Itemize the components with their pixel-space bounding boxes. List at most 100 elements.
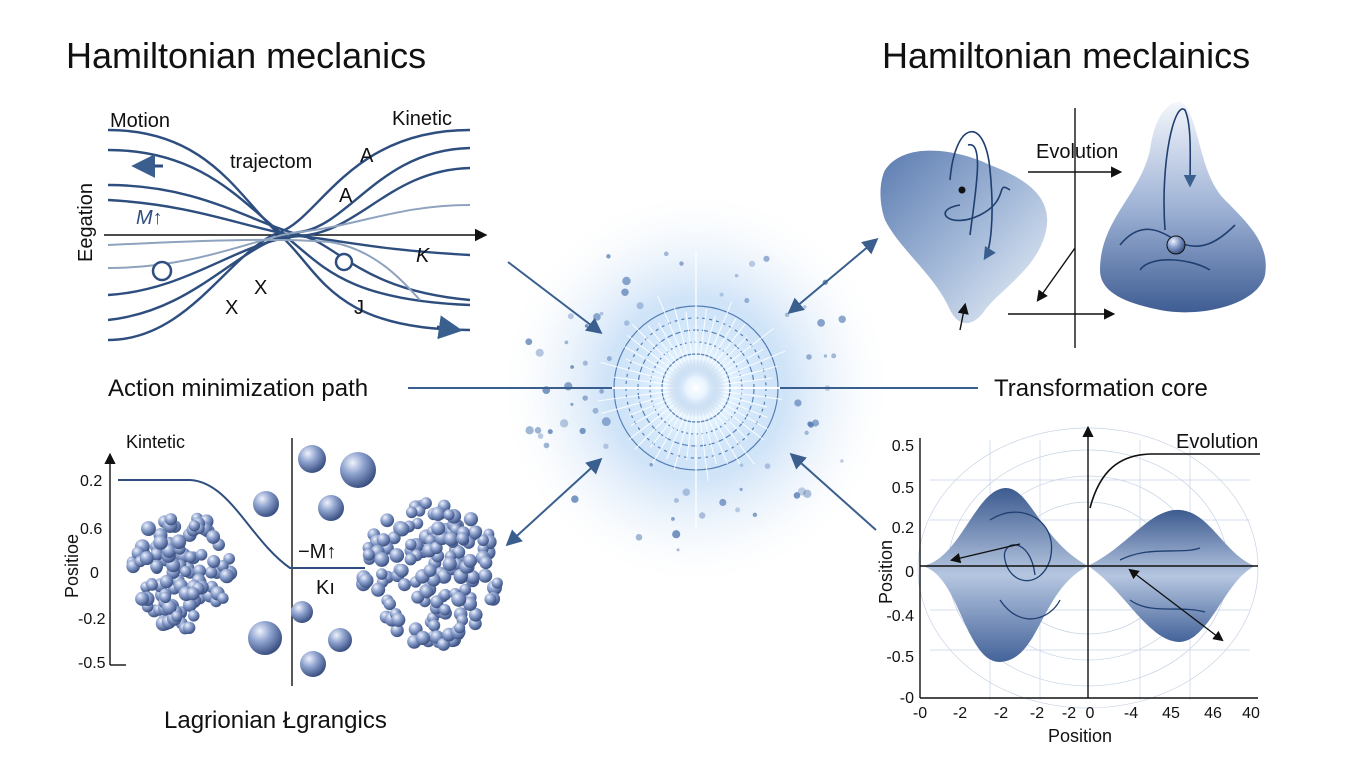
large-spheres — [248, 445, 376, 677]
arrow-icon — [505, 457, 603, 547]
x-tick-label: -4 — [1124, 705, 1138, 722]
tick-label: 0.6 — [80, 521, 102, 538]
bottom-left-panel: Kintetic Positioe 0.2 0.6 0 -0.2 -0.5 −M… — [62, 432, 503, 686]
particle-sphere — [405, 538, 417, 551]
caption-action: Action minimization path — [108, 375, 368, 402]
lobe-left — [922, 487, 1088, 662]
caption-lagrangian: Lagrionian Łgrangics — [164, 707, 387, 734]
particle-sphere — [206, 530, 221, 544]
tick-label: -0.5 — [78, 655, 106, 672]
particle-sphere — [159, 574, 174, 589]
particle-sphere — [391, 612, 406, 627]
particle-sphere — [390, 623, 404, 638]
particle-sphere — [135, 591, 150, 606]
y-tick-label: -0.4 — [886, 608, 914, 625]
top-left-panel: Motion Kinetic trajectom A A Eegation M↑… — [75, 108, 488, 342]
label-a-lower: A — [339, 185, 353, 207]
y-axis-label: Positioe — [62, 534, 82, 598]
label-k-small: Kı — [316, 577, 335, 599]
particle-sphere — [375, 568, 388, 580]
title-right: Hamiltonian meclainics — [882, 35, 1250, 76]
y-tick-label: -0 — [900, 690, 914, 707]
light-trajectory-curves — [107, 204, 471, 301]
label-m: M↑ — [136, 207, 163, 229]
particle-sphere — [394, 521, 410, 537]
particle-sphere — [463, 553, 477, 568]
particle-sphere — [186, 587, 200, 601]
label-evolution-top: Evolution — [1036, 141, 1118, 163]
particle-sphere — [146, 579, 159, 591]
tick-label: 0 — [90, 565, 99, 582]
particle-sphere — [428, 619, 441, 632]
particle-sphere — [383, 597, 396, 611]
particle-sphere — [468, 607, 483, 622]
particle-sphere — [454, 622, 466, 634]
particle-sphere — [463, 512, 479, 527]
particle-sphere — [164, 513, 178, 526]
particle-sphere — [431, 521, 446, 536]
particle-sphere — [415, 630, 431, 646]
particle-sphere — [395, 563, 409, 578]
particle-sphere — [371, 582, 386, 597]
particle-sphere — [478, 568, 493, 583]
particle-sphere — [468, 525, 482, 540]
particle-sphere — [376, 533, 391, 547]
particle-sphere — [398, 578, 411, 592]
particle-sphere — [439, 603, 451, 616]
particle-sphere — [153, 535, 168, 550]
y-axis-label: Position — [876, 540, 896, 604]
label-eegation: Eegation — [75, 183, 97, 262]
particle-sphere — [184, 551, 197, 563]
label-evolution-bottom: Evolution — [1176, 431, 1258, 453]
particle-sphere — [171, 534, 187, 550]
particle-sphere — [358, 573, 374, 589]
x-tick-label: 46 — [1204, 705, 1222, 722]
particle-sphere — [150, 559, 164, 573]
surface-left — [880, 150, 1048, 324]
label-minus-m: −M↑ — [298, 541, 336, 563]
particle-sphere — [159, 591, 172, 604]
caption-transformation: Transformation core — [994, 375, 1208, 402]
particle-sphere — [443, 532, 459, 547]
particle-sphere — [404, 553, 417, 566]
particle-sphere — [459, 583, 472, 596]
particle-sphere — [182, 621, 196, 635]
particle-sphere — [219, 568, 235, 584]
tick-label: 0.2 — [80, 473, 102, 490]
label-x-left: X — [225, 297, 238, 319]
x-tick-label: -2 — [1030, 705, 1044, 722]
particle-sphere — [484, 593, 497, 606]
y-tick-label: 0.5 — [892, 480, 914, 497]
arrow-icon — [787, 237, 879, 315]
particle-sphere — [479, 556, 493, 570]
particle-sphere — [451, 591, 467, 607]
node-circle — [151, 260, 173, 282]
label-motion: Motion — [110, 110, 170, 132]
particle-sphere — [195, 548, 208, 561]
label-j: J — [354, 297, 364, 319]
lobe-right — [1088, 509, 1255, 642]
y-tick-label: 0.2 — [892, 520, 914, 537]
particle-sphere — [205, 566, 218, 579]
particle-cloud-left — [126, 512, 238, 635]
particle-sphere — [491, 577, 503, 589]
y-tick-label: 0 — [905, 564, 914, 581]
particle-sphere — [380, 513, 395, 528]
particle-sphere — [362, 548, 375, 561]
node-circle — [334, 252, 354, 272]
arrow-icon — [789, 452, 877, 531]
x-tick-label: -2 — [994, 705, 1008, 722]
title-left: Hamiltonian meclanics — [66, 35, 426, 76]
label-kinetic: Kinetic — [392, 108, 452, 130]
label-trajectom: trajectom — [230, 151, 312, 173]
particle-sphere — [456, 532, 469, 545]
label-a-upper: A — [360, 145, 374, 167]
particle-sphere — [171, 610, 183, 622]
particle-sphere — [423, 564, 437, 578]
particle-sphere — [430, 595, 444, 609]
particle-sphere — [162, 600, 177, 615]
x-tick-label: 40 — [1242, 705, 1260, 722]
label-kintetic: Kintetic — [126, 432, 185, 452]
particle-sphere — [477, 534, 489, 547]
